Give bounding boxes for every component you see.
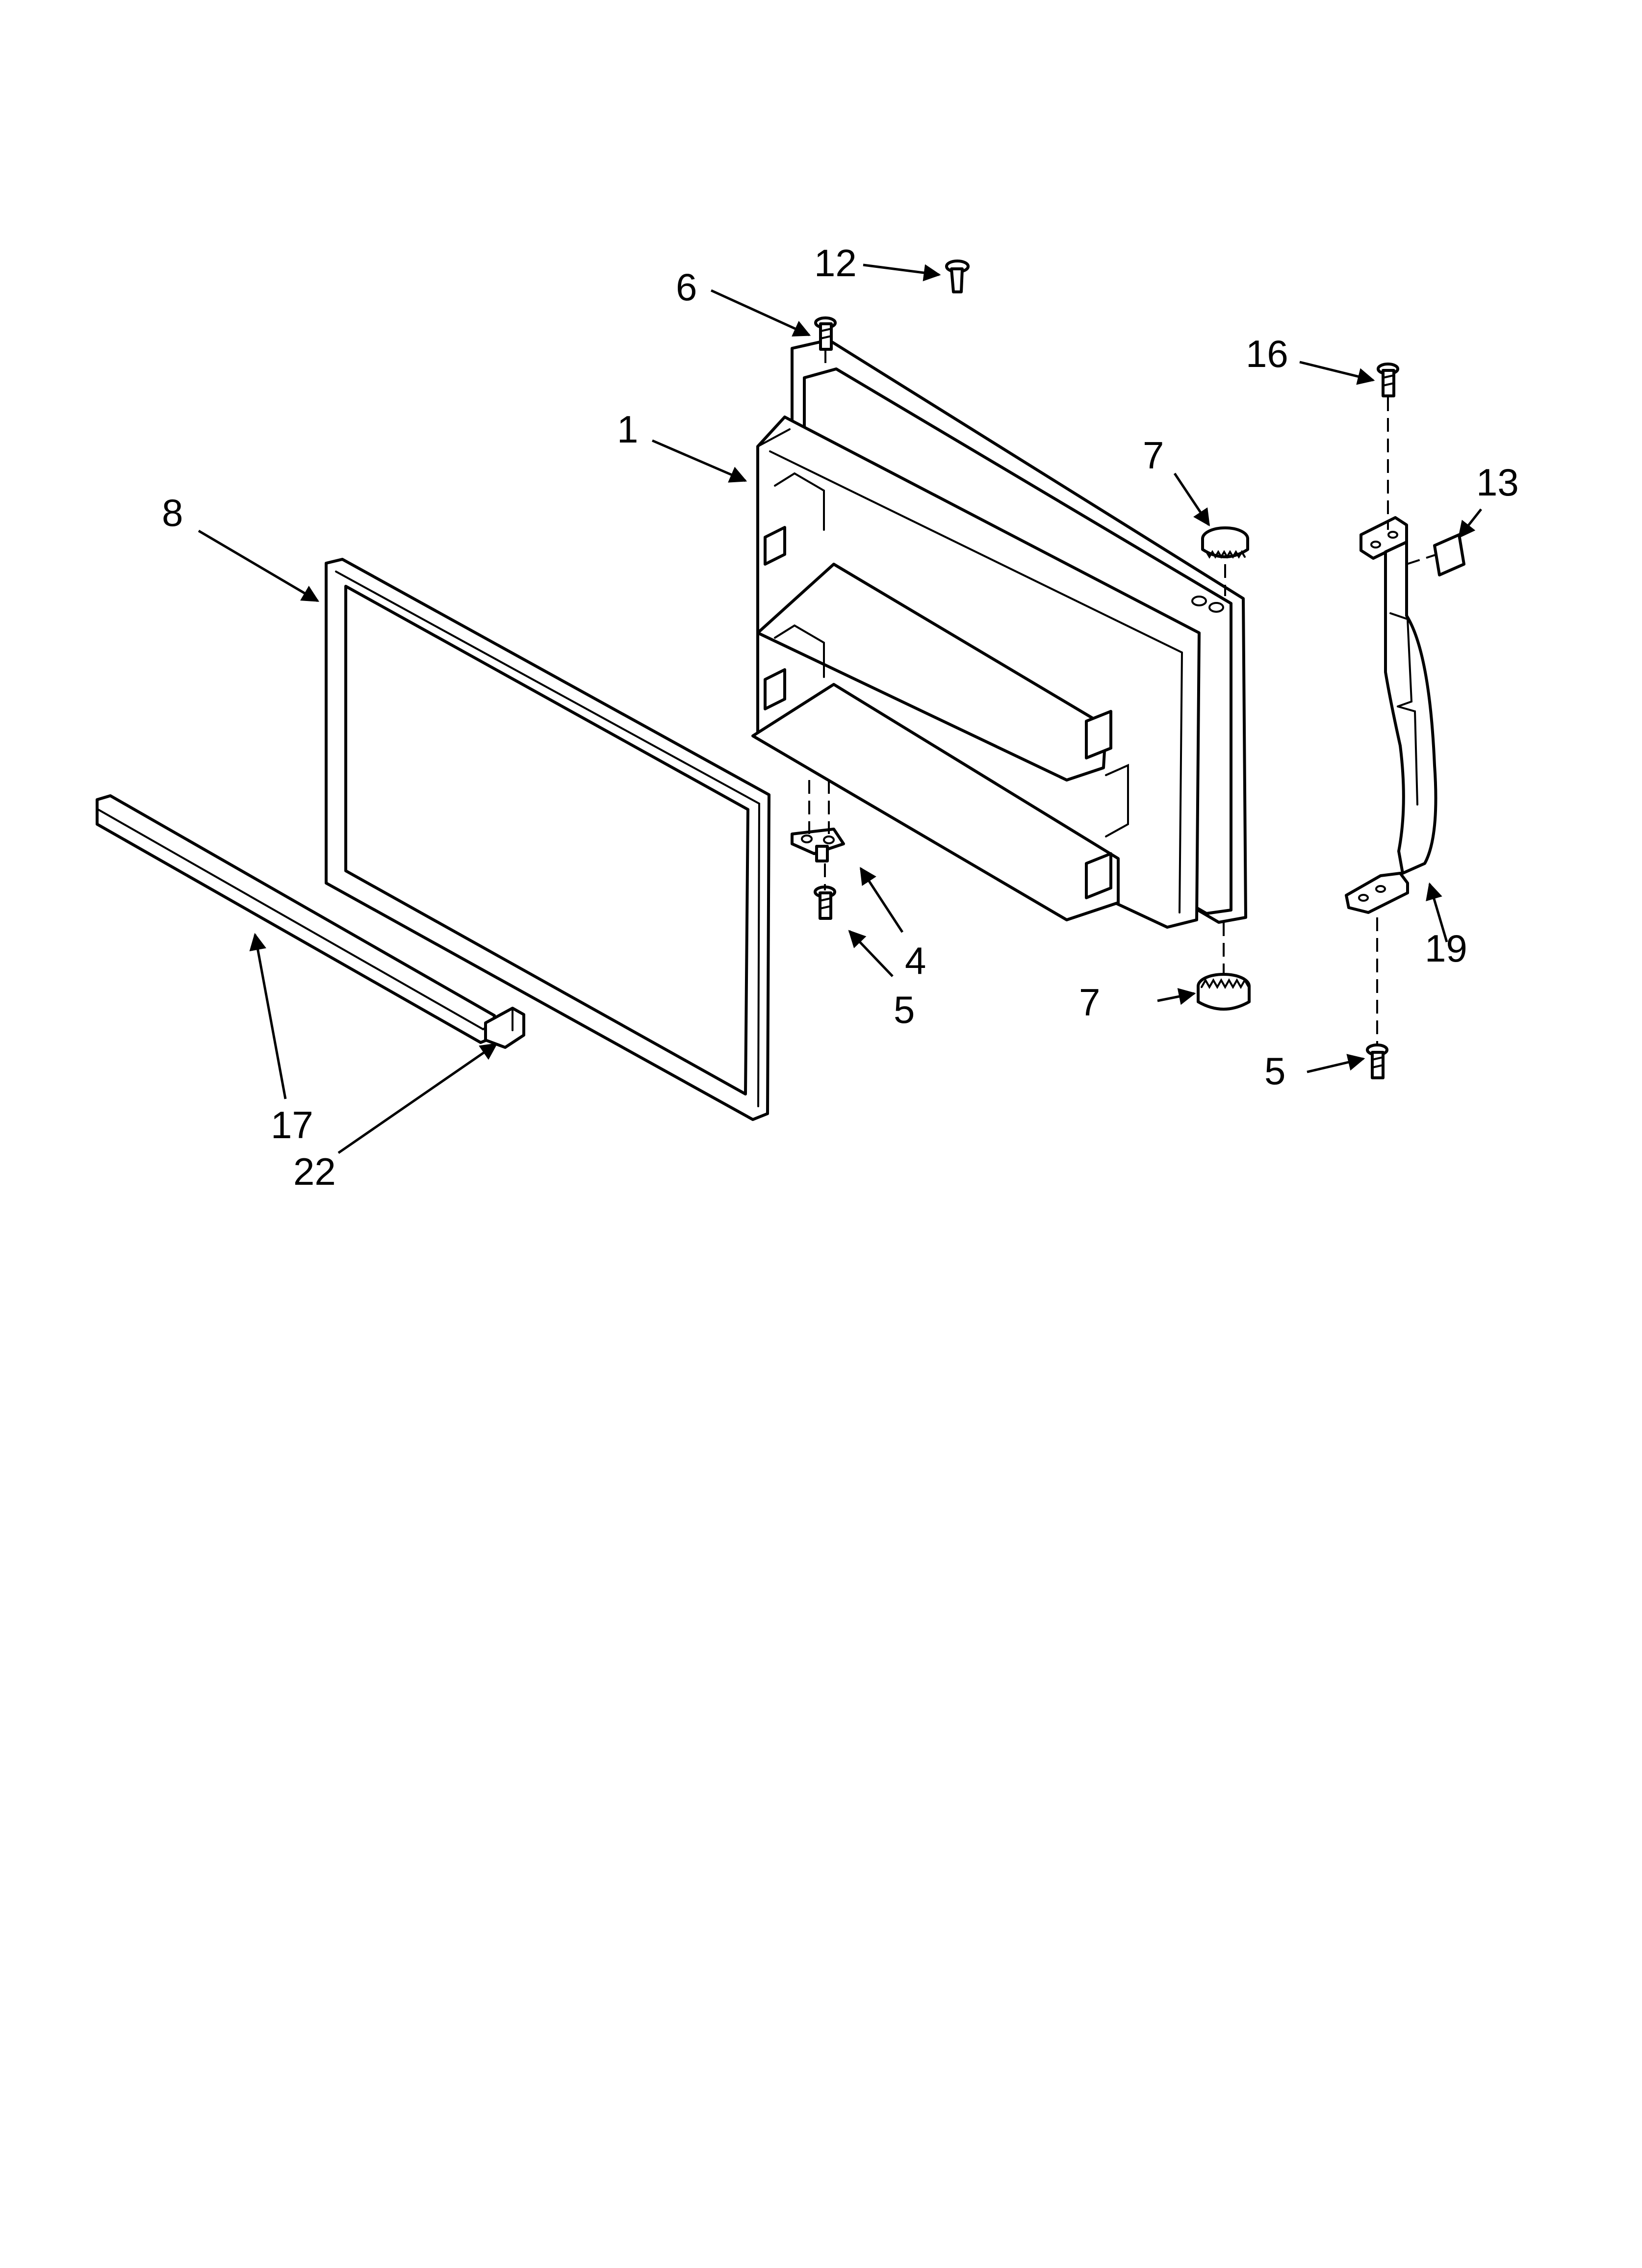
callout-22: 22 xyxy=(293,1150,336,1193)
leader-arrows xyxy=(198,263,1482,1154)
nameplate-part xyxy=(1433,533,1465,576)
end-cap-part xyxy=(484,1007,525,1049)
pin-12-part xyxy=(945,260,970,293)
screw-6-part xyxy=(814,316,837,351)
callout-12: 12 xyxy=(814,241,857,285)
callout-8: 8 xyxy=(162,491,183,534)
screw-16-part xyxy=(1377,363,1399,397)
callout-19: 19 xyxy=(1425,927,1467,970)
hinge-bracket-part xyxy=(791,828,845,862)
screw-5a-part xyxy=(814,886,836,920)
callout-4: 4 xyxy=(905,939,926,982)
door-stop-top-part xyxy=(1201,526,1249,559)
callout-7-bottom: 7 xyxy=(1079,981,1100,1024)
door-panel-part xyxy=(751,339,1247,929)
screw-5b-part xyxy=(1366,1043,1388,1079)
door-gasket-part xyxy=(325,558,770,1121)
callout-5-left: 5 xyxy=(894,988,915,1031)
assembly-lines xyxy=(808,349,1437,1045)
callout-5-right: 5 xyxy=(1264,1049,1285,1093)
callout-16: 16 xyxy=(1246,332,1288,375)
door-stop-bottom-part xyxy=(1197,973,1251,1011)
callout-7-top: 7 xyxy=(1143,434,1164,477)
callout-labels: 1 12 6 7 16 13 8 4 5 7 19 5 17 22 xyxy=(162,241,1519,1193)
callout-17: 17 xyxy=(271,1103,313,1147)
callout-6: 6 xyxy=(676,265,697,309)
callout-13: 13 xyxy=(1476,461,1519,504)
door-handle-part xyxy=(1345,516,1437,914)
callout-1: 1 xyxy=(617,408,638,451)
